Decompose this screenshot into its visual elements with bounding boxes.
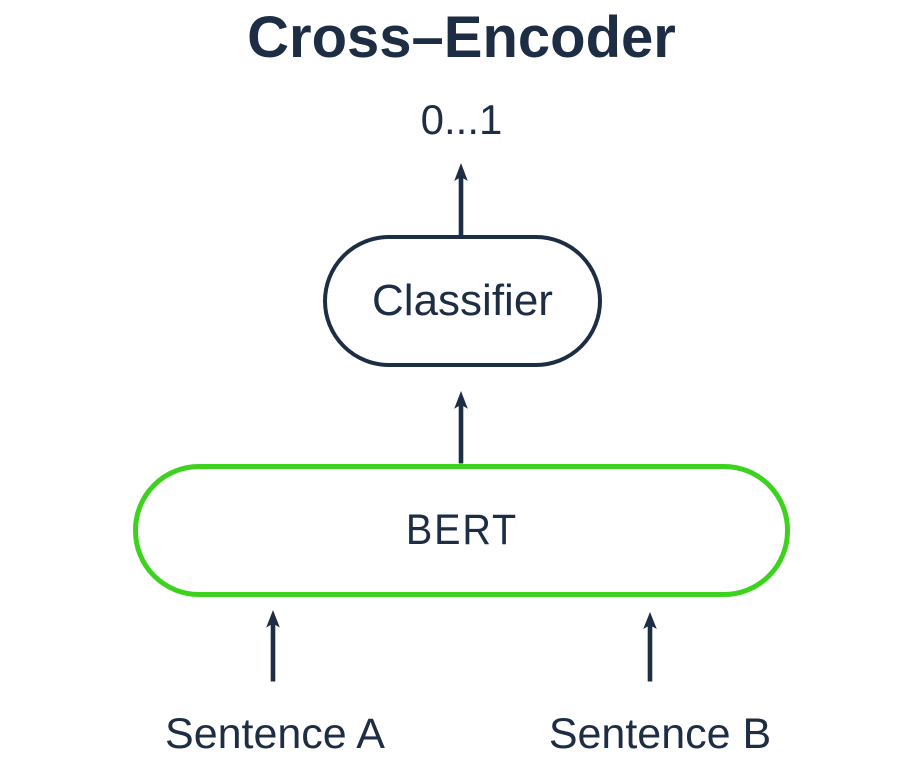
sentence-b-label: Sentence B xyxy=(548,710,772,758)
diagram-title: Cross–Encoder xyxy=(247,5,676,70)
sentence-a-label: Sentence A xyxy=(165,710,385,758)
up-arrow-icon xyxy=(451,391,471,464)
classifier-node: Classifier xyxy=(323,235,602,367)
bert-node: BERT xyxy=(133,464,790,597)
classifier-node-label: Classifier xyxy=(372,276,553,325)
up-arrow-icon xyxy=(451,163,471,237)
up-arrow-icon xyxy=(263,610,283,682)
bert-node-label: BERT xyxy=(405,506,518,554)
output-score-range-label: 0...1 xyxy=(420,96,503,143)
up-arrow-icon xyxy=(640,612,660,682)
